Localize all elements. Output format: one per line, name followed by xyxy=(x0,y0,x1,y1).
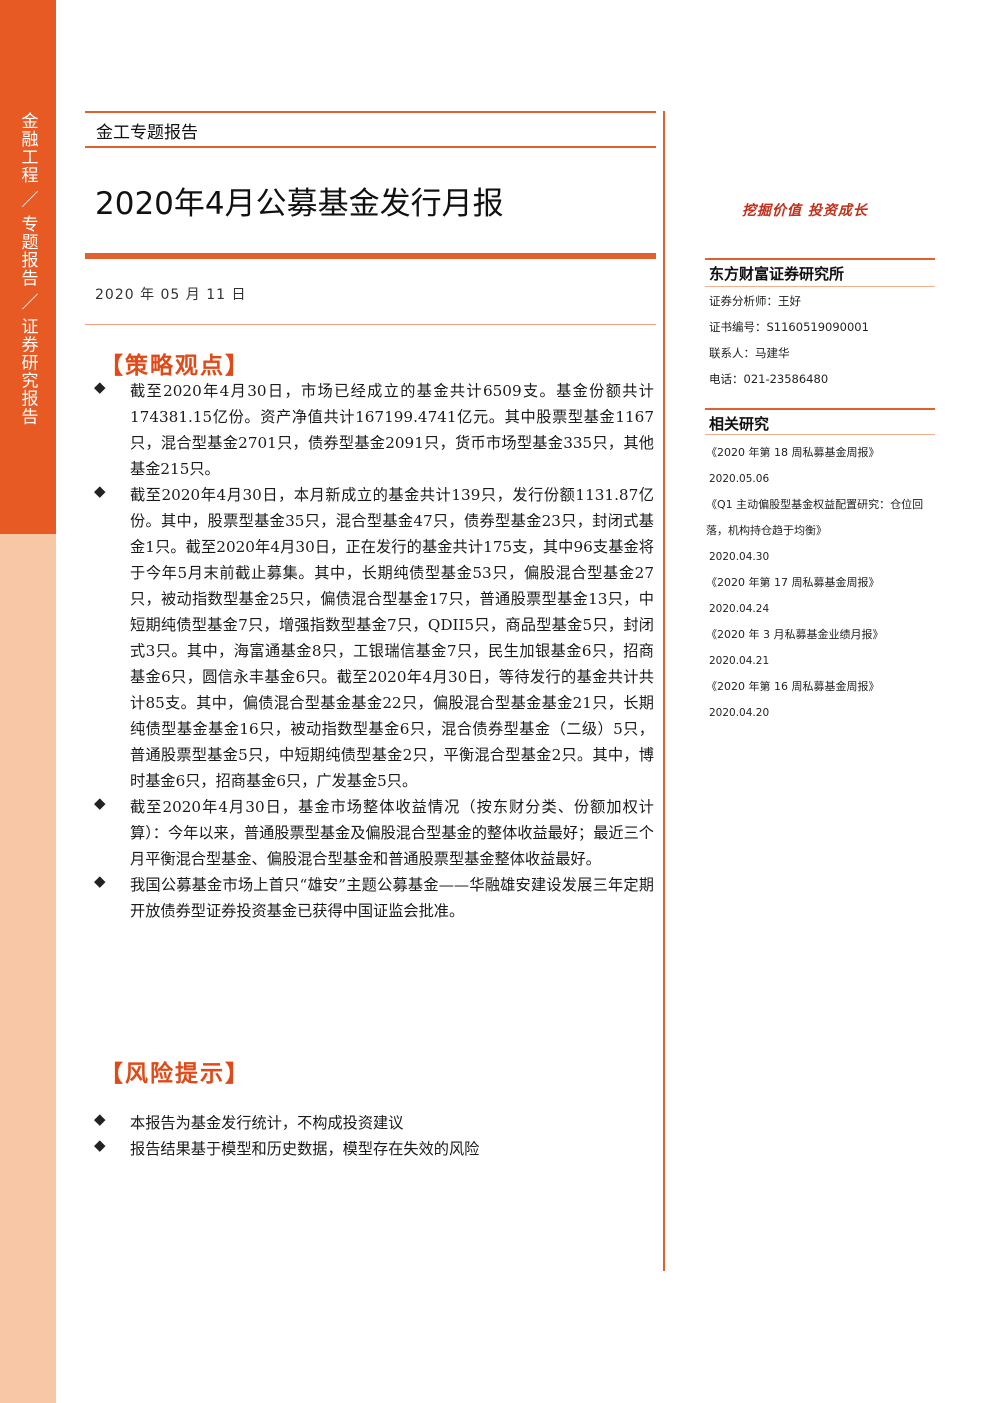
related-title[interactable]: 《2020 年 3 月私募基金业绩月报》 xyxy=(706,628,884,641)
list-item[interactable]: 《2020 年 3 月私募基金业绩月报》 2020.04.21 xyxy=(706,622,934,674)
related-title[interactable]: 《2020 年第 18 周私募基金周报》 xyxy=(706,446,880,459)
related-title[interactable]: 《2020 年第 16 周私募基金周报》 xyxy=(706,680,880,693)
list-item: ◆ 截至2020年4月30日，基金市场整体收益情况（按东财分类、份额加权计算）：… xyxy=(92,794,654,872)
diamond-bullet-icon: ◆ xyxy=(94,482,106,500)
column-divider xyxy=(663,111,665,1271)
report-type: 金工专题报告 xyxy=(96,123,198,143)
strategy-point-3: 截至2020年4月30日，基金市场整体收益情况（按东财分类、份额加权计算）：今年… xyxy=(130,798,654,868)
risk-list: ◆ 本报告为基金发行统计，不构成投资建议 ◆ 报告结果基于模型和历史数据，模型存… xyxy=(92,1110,654,1162)
list-item: ◆ 报告结果基于模型和历史数据，模型存在失效的风险 xyxy=(92,1136,654,1162)
related-date: 2020.04.30 xyxy=(709,551,770,563)
related-date: 2020.04.20 xyxy=(709,707,770,719)
contact-info: 联系人：马建华 xyxy=(709,346,790,360)
list-item: ◆ 本报告为基金发行统计，不构成投资建议 xyxy=(92,1110,654,1136)
list-item[interactable]: 《2020 年第 17 周私募基金周报》 2020.04.24 xyxy=(706,570,934,622)
diamond-bullet-icon: ◆ xyxy=(94,794,106,812)
header-rule-middle xyxy=(85,146,656,148)
risk-heading: 【风险提示】 xyxy=(100,1060,250,1087)
related-heading: 相关研究 xyxy=(709,415,770,433)
risk-point-2: 报告结果基于模型和历史数据，模型存在失效的风险 xyxy=(130,1140,480,1158)
related-title[interactable]: 《Q1 主动偏股型基金权益配置研究：仓位回落，机构持仓趋于均衡》 xyxy=(706,498,924,537)
header-rule-thick xyxy=(85,253,656,259)
strategy-list: ◆ 截至2020年4月30日，市场已经成立的基金共计6509支。基金份额共计17… xyxy=(92,378,654,924)
diamond-bullet-icon: ◆ xyxy=(94,378,106,396)
page-title: 2020年4月公募基金发行月报 xyxy=(95,186,504,222)
slogan: 挖掘价值 投资成长 xyxy=(742,203,868,219)
risk-point-1: 本报告为基金发行统计，不构成投资建议 xyxy=(130,1114,404,1132)
strategy-heading: 【策略观点】 xyxy=(100,352,250,379)
list-item: ◆ 截至2020年4月30日，市场已经成立的基金共计6509支。基金份额共计17… xyxy=(92,378,654,482)
related-rule-bottom xyxy=(705,434,935,435)
institute-rule-top xyxy=(705,258,935,260)
diamond-bullet-icon: ◆ xyxy=(94,1136,106,1154)
related-date: 2020.04.24 xyxy=(709,603,770,615)
related-rule-top xyxy=(705,408,935,410)
related-date: 2020.04.21 xyxy=(709,655,770,667)
phone-info: 电话：021-23586480 xyxy=(709,372,829,386)
list-item[interactable]: 《2020 年第 18 周私募基金周报》 2020.05.06 xyxy=(706,440,934,492)
date-rule xyxy=(85,324,656,325)
related-research-list: 《2020 年第 18 周私募基金周报》 2020.05.06 《Q1 主动偏股… xyxy=(706,440,934,726)
analyst-info: 证券分析师：王好 xyxy=(709,294,801,308)
strategy-point-1: 截至2020年4月30日，市场已经成立的基金共计6509支。基金份额共计1743… xyxy=(130,382,654,478)
sidebar-band-top xyxy=(0,0,56,534)
institute-name: 东方财富证券研究所 xyxy=(709,265,845,283)
related-title[interactable]: 《2020 年第 17 周私募基金周报》 xyxy=(706,576,880,589)
list-item[interactable]: 《Q1 主动偏股型基金权益配置研究：仓位回落，机构持仓趋于均衡》 2020.04… xyxy=(706,492,934,570)
strategy-point-4: 我国公募基金市场上首只“雄安”主题公募基金——华融雄安建设发展三年定期开放债券型… xyxy=(130,876,654,920)
strategy-point-2: 截至2020年4月30日，本月新成立的基金共计139只，发行份额1131.87亿… xyxy=(130,486,654,790)
sidebar-label: 金融工程 ／ 专题报告 ／ 证券研究报告 xyxy=(17,112,38,426)
report-date: 2020 年 05 月 11 日 xyxy=(95,287,247,303)
diamond-bullet-icon: ◆ xyxy=(94,1110,106,1128)
cert-info: 证书编号：S1160519090001 xyxy=(709,320,869,334)
related-date: 2020.05.06 xyxy=(709,473,770,485)
diamond-bullet-icon: ◆ xyxy=(94,872,106,890)
list-item: ◆ 截至2020年4月30日，本月新成立的基金共计139只，发行份额1131.8… xyxy=(92,482,654,794)
institute-rule-bottom xyxy=(705,286,935,287)
list-item: ◆ 我国公募基金市场上首只“雄安”主题公募基金——华融雄安建设发展三年定期开放债… xyxy=(92,872,654,924)
list-item[interactable]: 《2020 年第 16 周私募基金周报》 2020.04.20 xyxy=(706,674,934,726)
header-rule-top xyxy=(85,111,656,113)
